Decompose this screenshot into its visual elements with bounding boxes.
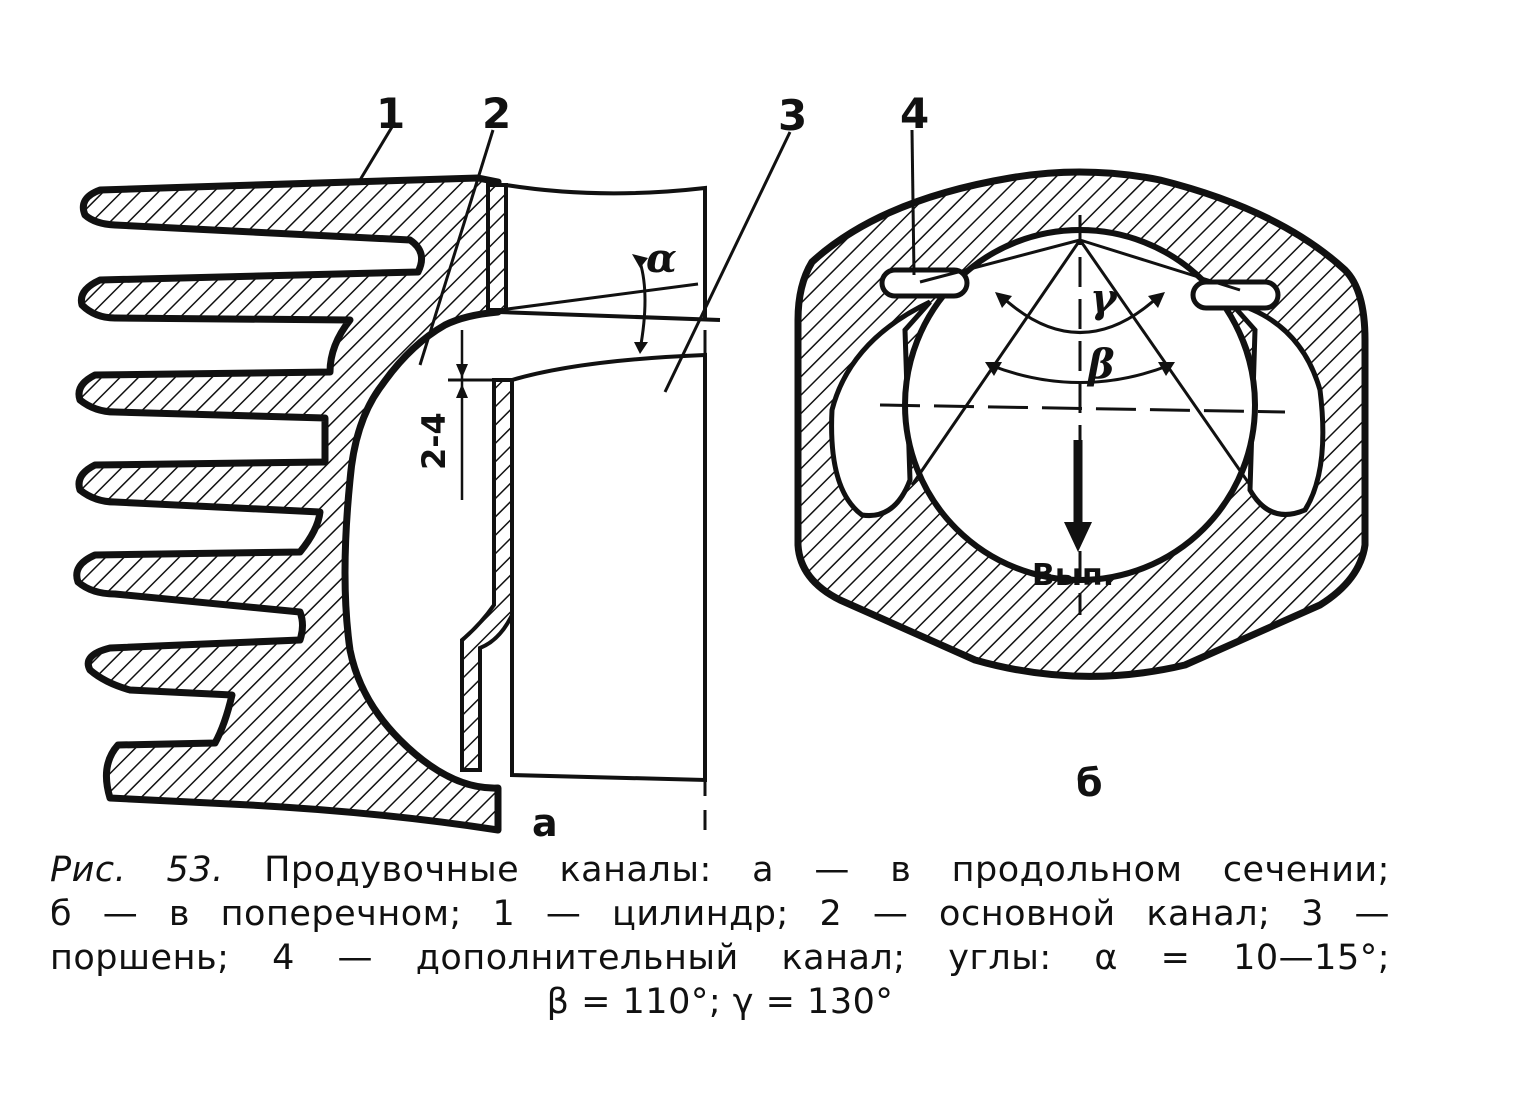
channel-left [829,299,932,519]
label-4: 4 [900,89,929,138]
alpha-line [499,282,699,312]
leader-2 [418,129,495,366]
caption-line-1-text: Продувочные каналы: а — в продольном сеч… [264,850,1390,890]
channel-right [1222,297,1326,517]
longitudinal-section: 1 2 3 α 2-4 а [73,89,807,845]
transfer-channel [497,310,721,322]
alpha-arc [638,261,647,351]
horizontal-axis [879,403,1286,414]
label-alpha: α [646,235,677,282]
label-gamma: γ [1090,275,1118,322]
label-2: 2 [482,89,511,138]
label-3: 3 [778,91,807,140]
bore-top [505,183,707,318]
aux-slot-right [1190,279,1281,311]
beta-arc [989,363,1171,384]
label-1: 1 [376,89,405,138]
label-gap: 2-4 [415,412,453,470]
leader-4 [910,129,916,276]
liner-lower [460,378,514,772]
label-view-b: б [1076,761,1103,805]
cylinder-body [73,174,502,834]
figure-number: Рис. 53. [50,850,224,890]
label-beta: β [1086,341,1115,388]
gamma-arc [998,293,1162,334]
liner-upper [486,183,508,312]
figure-caption: Рис. 53. Продувочные каналы: а — в продо… [50,848,1390,1024]
label-view-a: а [532,801,558,845]
leader-1 [358,121,397,181]
caption-line-2: б — в поперечном; 1 — цилиндр; 2 — основ… [50,894,1390,934]
cross-section: 4 γ β Вып. б [794,89,1369,805]
piston-outline [510,352,707,783]
caption-line-4: β = 110°; γ = 130° [546,982,894,1022]
caption-line-1: Рис. 53. Продувочные каналы: а — в продо… [50,848,1390,892]
caption-line-3: поршень; 4 — дополнительный канал; углы:… [50,938,1390,978]
label-exhaust: Вып. [1032,558,1114,593]
leader-3 [663,131,792,393]
